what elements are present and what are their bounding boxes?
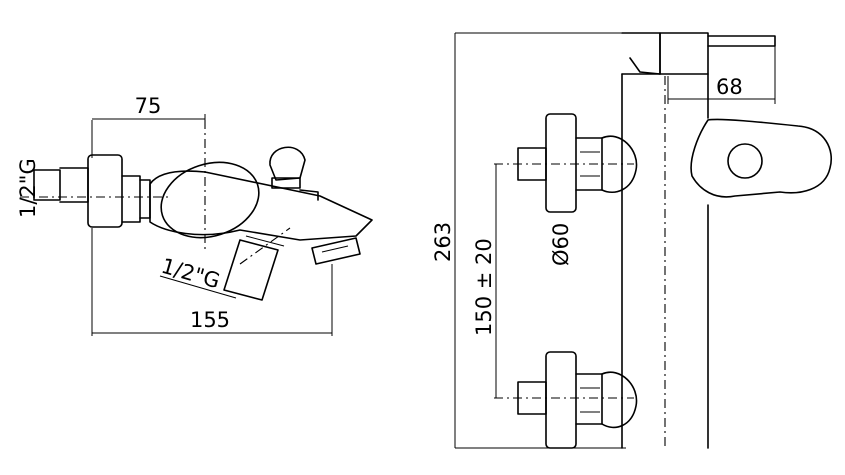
upper-flange [545,113,577,213]
connection-nut [121,175,141,223]
lever-pivot-circle [727,143,763,179]
dim-155-label: 155 [190,308,230,332]
head-cap [621,32,661,75]
lower-flange [545,351,577,449]
aerator-line [321,245,349,253]
side-view: 75 155 1/2"G 1/2"G [16,94,373,336]
diverter-knob [269,146,306,181]
diverter-rod [707,35,776,47]
upper-nut-lines [580,151,600,177]
dim-diameter-label: Ø60 [549,223,573,266]
lever-handle [160,161,260,239]
diverter-stem [271,177,301,189]
front-lever-handle [690,118,832,198]
dim-68-label: 68 [716,75,743,99]
thread-left-label: 1/2"G [16,158,40,218]
dim-centres-label: 150 ± 20 [472,238,496,336]
head-block [659,32,709,75]
lower-nut-lines [580,387,600,413]
lower-nut [575,373,603,425]
front-view: 263 68 150 ± 20 [431,32,832,449]
mixer-body [149,170,373,241]
shower-outlet-nut [245,235,285,247]
dim-263-label: 263 [431,222,455,262]
thread-bottom-leader [159,275,237,299]
shower-outlet [223,239,279,301]
outlet-centre-line [239,227,291,265]
upper-elbow [601,135,638,194]
head-cap-bevel [629,57,661,75]
wall-flange [87,154,123,228]
inlet-pipe-end [33,169,61,201]
lower-elbow [601,371,638,429]
spout-top-edge [299,189,319,201]
connection-ring [139,179,151,219]
dim-75-label: 75 [135,94,162,118]
thread-bottom-label: 1/2"G [159,254,223,294]
spout-aerator [311,237,361,265]
